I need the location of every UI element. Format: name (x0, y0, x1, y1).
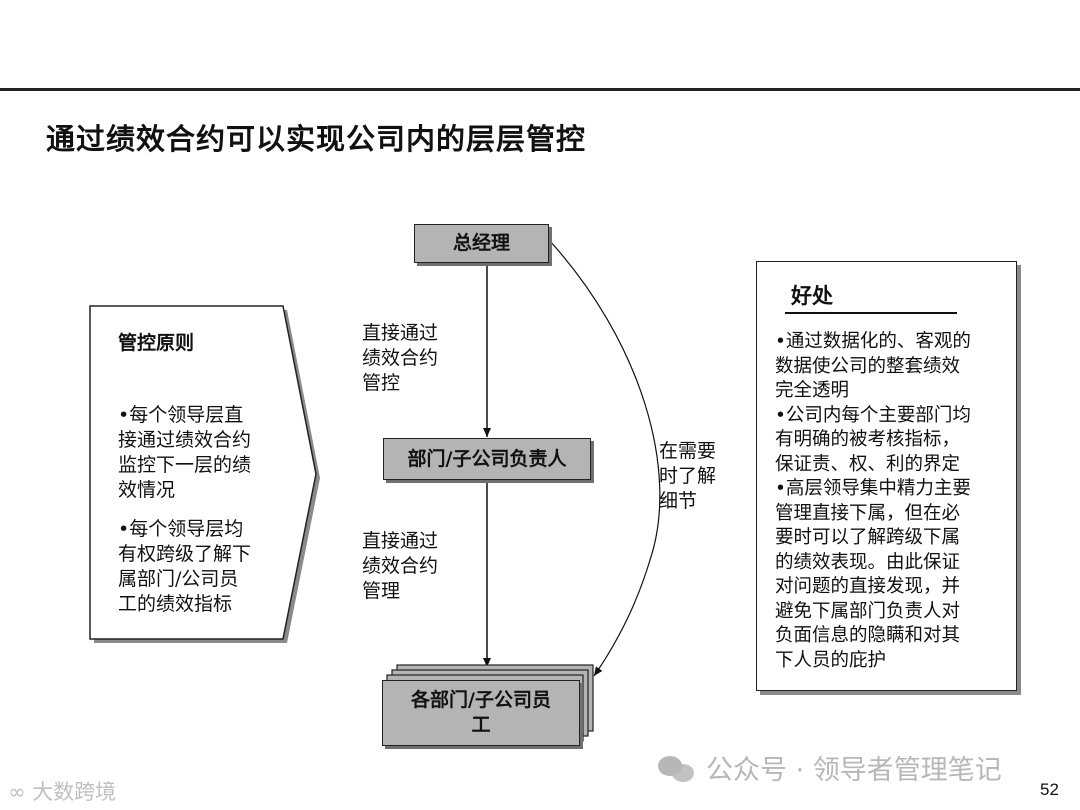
page-number: 52 (1040, 780, 1059, 799)
watermark: 公众号 · 领导者管理笔记 (658, 748, 1002, 787)
benefit-item: •通过数据化的、客观的 数据使公司的整套绩效 完全透明 (775, 331, 971, 401)
left-panel-bullet-2: •每个领导层均 有权跨级了解下 属部门/公司员 工的绩效指标 (118, 518, 252, 615)
top-rule (0, 88, 1080, 91)
node-staff: 各部门/子公司员 工 (382, 680, 580, 746)
benefit-item: •高层领导集中精力主要 管理直接下属，但在必 要时可以了解跨级下属 的绩效表现。… (775, 478, 971, 671)
node-general-manager: 总经理 (414, 224, 549, 263)
benefit-item: •公司内每个主要部门均 有明确的被考核指标， 保证责、权、利的界定 (775, 404, 971, 475)
left-panel-bullet-1: •每个领导层直 接通过绩效合约 监控下一层的绩 效情况 (118, 404, 252, 501)
slide-title: 通过绩效合约可以实现公司内的层层管控 (46, 122, 587, 156)
wechat-icon (658, 754, 696, 782)
node-department-head: 部门/子公司负责人 (383, 438, 591, 480)
label-direct-management: 直接通过 绩效合约 管理 (362, 530, 439, 602)
label-direct-control: 直接通过 绩效合约 管控 (362, 322, 439, 394)
brand-logo: ∞ 大数跨境 (8, 780, 117, 804)
benefits-list: •通过数据化的、客观的 数据使公司的整套绩效 完全透明 •公司内每个主要部门均 … (775, 330, 1011, 673)
logo-mark-icon: ∞ (8, 780, 26, 804)
label-skip-level: 在需要 时了解 细节 (659, 440, 717, 512)
left-panel-shape (89, 305, 317, 640)
benefits-panel: 好处 •通过数据化的、客观的 数据使公司的整套绩效 完全透明 •公司内每个主要部… (756, 261, 1017, 691)
benefits-title-underline (785, 312, 957, 314)
arrow-skip-level (548, 239, 661, 677)
left-panel-heading: 管控原则 (118, 332, 195, 354)
benefits-title: 好处 (791, 283, 833, 308)
